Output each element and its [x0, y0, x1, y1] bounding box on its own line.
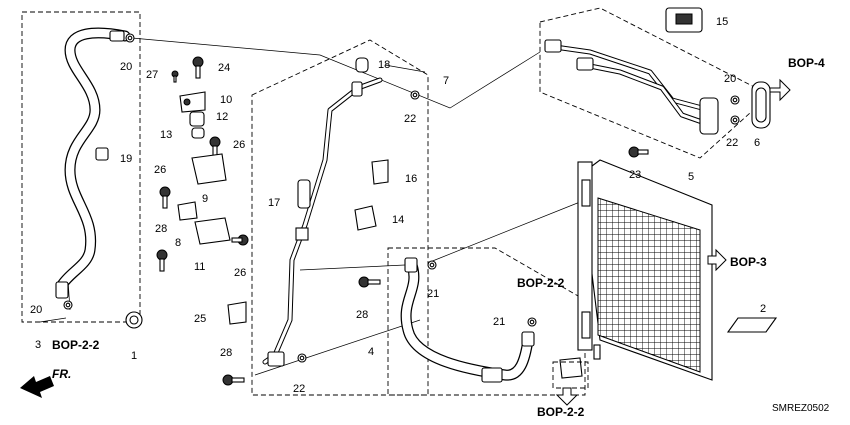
leader-line — [131, 37, 541, 109]
callout-7: 7 — [443, 75, 449, 87]
callout-4: 4 — [368, 346, 374, 358]
hose-clamp — [125, 311, 143, 329]
condenser-hose — [400, 257, 535, 383]
liquid-line — [544, 39, 719, 135]
arrow-right-icon — [707, 248, 727, 272]
bracket — [179, 91, 206, 113]
callout-5: 5 — [688, 171, 694, 183]
callout-25: 25 — [194, 313, 206, 325]
condenser — [577, 159, 713, 381]
callout-26-middle: 26 — [154, 164, 166, 176]
cap — [665, 7, 703, 33]
group-outline-5 — [539, 7, 771, 159]
callout-21-left: 21 — [427, 288, 439, 300]
leader-line — [384, 64, 426, 73]
gasket-plate — [751, 81, 771, 129]
callout-12: 12 — [216, 111, 228, 123]
callout-28-middle: 28 — [356, 309, 368, 321]
o-ring — [297, 353, 307, 363]
reference-bop-2-2-middle[interactable]: BOP-2-2 — [517, 276, 565, 290]
service-cap — [355, 57, 369, 73]
front-direction-indicator: FR. — [20, 367, 71, 398]
o-ring — [427, 260, 437, 270]
bolt — [171, 70, 179, 83]
callout-6: 6 — [754, 137, 760, 149]
callout-23: 23 — [629, 169, 641, 181]
callout-18: 18 — [378, 59, 390, 71]
o-ring — [730, 95, 740, 105]
callout-22-top: 22 — [404, 113, 416, 125]
callout-2: 2 — [760, 303, 766, 315]
dashed-box — [552, 361, 589, 389]
bolt — [231, 234, 249, 246]
leader-line — [299, 264, 406, 271]
reference-bop-4[interactable]: BOP-4 — [788, 56, 825, 70]
arrow-down-icon — [555, 387, 579, 406]
callout-8: 8 — [175, 237, 181, 249]
discharge-pipe — [262, 77, 383, 367]
label-plate — [726, 317, 778, 333]
bolt — [192, 56, 204, 79]
o-ring — [63, 300, 73, 310]
collar — [189, 111, 205, 127]
callout-28-left: 28 — [155, 223, 167, 235]
callout-22-right: 22 — [726, 137, 738, 149]
clip — [354, 205, 377, 231]
bolt — [222, 374, 245, 386]
callout-10: 10 — [220, 94, 232, 106]
callout-20-bottom-left: 20 — [30, 304, 42, 316]
group-outline-3 — [21, 11, 141, 323]
callout-9: 9 — [202, 193, 208, 205]
callout-3: 3 — [35, 339, 41, 351]
reference-bop-2-2-bottom[interactable]: BOP-2-2 — [537, 405, 585, 419]
o-ring — [125, 33, 135, 43]
callout-11: 11 — [194, 261, 205, 273]
callout-22-bottom: 22 — [293, 383, 305, 395]
arrow-right-icon — [769, 78, 791, 102]
pressure-switch-bracket — [177, 201, 198, 221]
callout-17: 17 — [268, 197, 280, 209]
o-ring — [527, 317, 537, 327]
callout-14: 14 — [392, 214, 404, 226]
o-ring — [410, 90, 420, 100]
callout-24: 24 — [218, 62, 230, 74]
reference-bop-3[interactable]: BOP-3 — [730, 255, 767, 269]
bolt — [358, 276, 381, 288]
connector — [559, 357, 583, 379]
callout-1: 1 — [131, 350, 137, 362]
diagram-code: SMREZ0502 — [772, 403, 830, 414]
callout-26-lower: 26 — [234, 267, 246, 279]
bolt — [159, 186, 171, 209]
o-ring — [730, 115, 740, 125]
reference-bop-2-2-left[interactable]: BOP-2-2 — [52, 338, 100, 352]
cushion — [191, 127, 205, 139]
clip — [227, 301, 247, 325]
bolt — [156, 249, 168, 272]
callout-20-top-left: 20 — [120, 61, 132, 73]
callout-21-right: 21 — [493, 316, 505, 328]
callout-28-bottom: 28 — [220, 347, 232, 359]
callout-15: 15 — [716, 16, 728, 28]
leader-line — [429, 199, 586, 263]
bolt — [628, 146, 649, 158]
bracket — [191, 153, 227, 185]
callout-27: 27 — [146, 69, 158, 81]
callout-19: 19 — [120, 153, 132, 165]
front-label: FR. — [52, 367, 71, 381]
callout-16: 16 — [405, 173, 417, 185]
suction-hose — [55, 27, 131, 299]
leader-line — [39, 317, 67, 323]
clip — [371, 159, 389, 185]
pressure-switch — [297, 179, 311, 209]
bracket — [194, 217, 231, 245]
callout-13: 13 — [160, 129, 172, 141]
group-outline-7 — [251, 39, 429, 396]
callout-20-right: 20 — [724, 73, 736, 85]
front-arrow-icon — [20, 376, 54, 398]
callout-26-upper: 26 — [233, 139, 245, 151]
